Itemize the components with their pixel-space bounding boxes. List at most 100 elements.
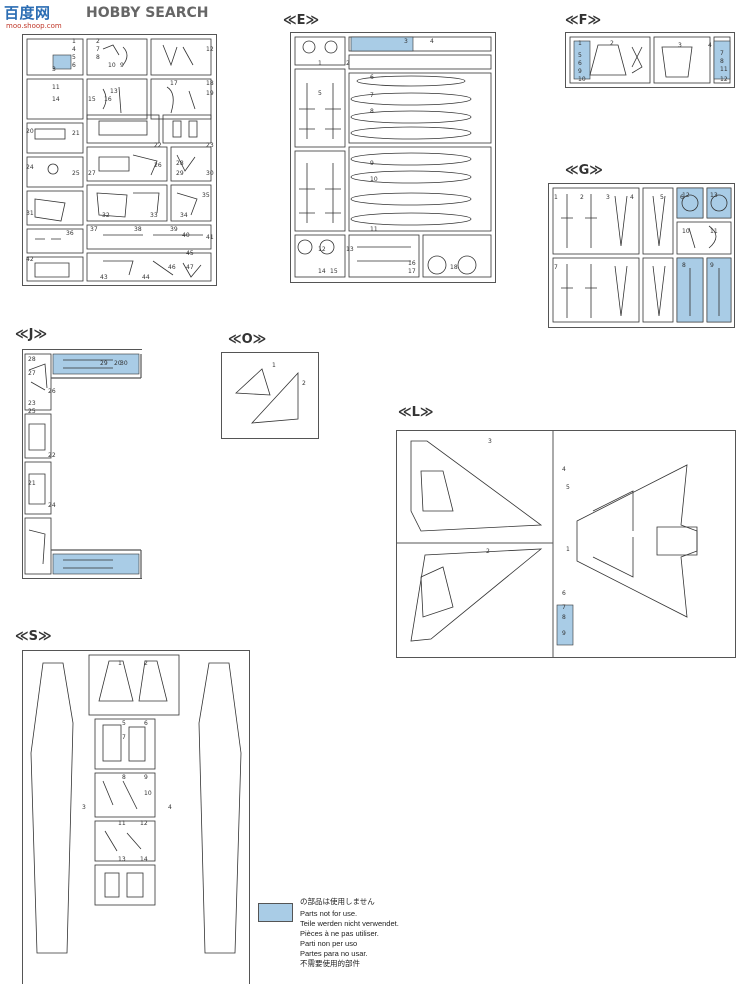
part-number-f-6: 6 [578, 60, 582, 67]
part-number-g-6: 6 [680, 194, 684, 201]
part-number-e-8: 8 [370, 108, 374, 115]
part-number-l-4: 4 [562, 466, 566, 473]
part-number-top-left-36: 36 [66, 230, 74, 237]
part-number-top-left-47: 47 [186, 264, 194, 271]
sprue-unlabeled-drawing [26, 38, 212, 282]
part-number-f-8: 8 [720, 58, 724, 65]
part-number-s-9: 9 [144, 774, 148, 781]
sprue-l-drawing [397, 431, 698, 657]
part-number-f-3: 3 [678, 42, 682, 49]
part-number-g-3: 3 [606, 194, 610, 201]
part-number-e-15: 15 [330, 268, 338, 275]
part-number-l-5: 5 [566, 484, 570, 491]
part-number-e-10: 10 [370, 176, 378, 183]
legend-line-zh: 不需要使用的部件 [300, 959, 360, 968]
legend-line-fr: Pièces à ne pas utiliser. [300, 929, 379, 938]
part-number-s-13: 13 [118, 856, 126, 863]
part-number-s-14: 14 [140, 856, 148, 863]
sprue-g [548, 183, 735, 328]
part-number-e-1: 1 [318, 60, 322, 67]
sprue-f-drawing [569, 36, 731, 84]
part-number-f-4: 4 [708, 42, 712, 49]
site-header: 百度网 moo.shoop.com HOBBY SEARCH [0, 0, 748, 32]
part-number-l-6: 6 [562, 590, 566, 597]
part-number-top-left-18: 18 [206, 80, 214, 87]
part-number-top-left-24: 24 [26, 164, 34, 171]
sprue-e-drawing [294, 36, 492, 278]
part-number-j-21: 21 [28, 480, 36, 487]
part-number-l-3: 3 [488, 438, 492, 445]
sprue-j-drawing [24, 353, 142, 578]
part-number-s-12: 12 [140, 820, 148, 827]
part-number-g-4: 4 [630, 194, 634, 201]
part-number-l-1: 1 [566, 546, 570, 553]
part-number-s-10: 10 [144, 790, 152, 797]
section-label-l: ≪L≫ [398, 405, 434, 420]
part-number-top-left-40: 40 [182, 232, 190, 239]
part-number-top-left-32: 32 [102, 212, 110, 219]
part-number-e-18: 18 [450, 264, 458, 271]
part-number-top-left-44: 44 [142, 274, 150, 281]
part-number-top-left-2: 2 [96, 38, 100, 45]
part-number-e-3: 3 [404, 38, 408, 45]
part-number-j-27: 27 [28, 370, 36, 377]
part-number-top-left-15: 15 [88, 96, 96, 103]
part-number-top-left-6: 6 [72, 62, 76, 69]
part-number-j-28: 28 [28, 356, 36, 363]
part-number-f-2: 2 [610, 40, 614, 47]
part-number-top-left-45: 45 [186, 250, 194, 257]
part-number-top-left-9: 9 [120, 62, 124, 69]
site-logo[interactable]: 百度网 [4, 4, 51, 22]
site-url: moo.shoop.com [6, 22, 62, 30]
part-number-top-left-23: 23 [206, 142, 214, 149]
section-label-s: ≪S≫ [15, 629, 52, 644]
part-number-f-7: 7 [720, 50, 724, 57]
section-label-j: ≪J≫ [15, 327, 48, 342]
part-number-top-left-26: 26 [154, 162, 162, 169]
legend-line-es: Partes para no usar. [300, 949, 368, 958]
legend-line-de: Teile werden nicht verwendet. [300, 919, 399, 928]
part-number-e-14: 14 [318, 268, 326, 275]
part-number-f-9: 9 [578, 68, 582, 75]
part-number-s-1: 1 [118, 660, 122, 667]
part-number-e-16: 16 [408, 260, 416, 267]
part-number-top-left-8: 8 [96, 54, 100, 61]
legend-line-it: Parti non per uso [300, 939, 358, 948]
part-number-g-9: 9 [710, 262, 714, 269]
part-number-l-8: 8 [562, 614, 566, 621]
part-number-top-left-20: 20 [26, 128, 34, 135]
part-number-top-left-43: 43 [100, 274, 108, 281]
part-number-o-1: 1 [272, 362, 276, 369]
legend-line-en: Parts not for use. [300, 909, 358, 918]
part-number-e-17: 17 [408, 268, 416, 275]
part-number-j-22: 22 [48, 452, 56, 459]
part-number-top-left-39: 39 [170, 226, 178, 233]
sprue-g-drawing [552, 187, 732, 323]
part-number-e-2: 2 [346, 60, 350, 67]
part-number-top-left-16: 16 [104, 96, 112, 103]
part-number-e-7: 7 [370, 92, 374, 99]
part-number-top-left-25: 25 [72, 170, 80, 177]
part-number-e-12: 12 [318, 246, 326, 253]
part-number-l-2: 2 [486, 548, 490, 555]
part-number-top-left-4: 4 [72, 46, 76, 53]
hobby-search-brand[interactable]: HOBBY SEARCH [86, 5, 209, 21]
part-number-top-left-10: 10 [108, 62, 116, 69]
sprue-o-drawing [235, 368, 299, 424]
part-number-top-left-5: 5 [72, 54, 76, 61]
part-number-s-11: 11 [118, 820, 126, 827]
part-number-g-8: 8 [682, 262, 686, 269]
legend-line-jp: の部品は使用しません [300, 897, 375, 906]
part-number-top-left-34: 34 [180, 212, 188, 219]
section-label-e: ≪E≫ [283, 13, 320, 28]
part-number-e-13: 13 [346, 246, 354, 253]
part-number-top-left-46: 46 [168, 264, 176, 271]
sprue-unlabeled [22, 34, 217, 286]
part-number-top-left-31: 31 [26, 210, 34, 217]
part-number-g-13: 13 [710, 192, 718, 199]
part-number-j-20: 20 [114, 360, 122, 367]
part-number-top-left-1: 1 [72, 38, 76, 45]
sprue-s [22, 650, 250, 984]
part-number-s-6: 6 [144, 720, 148, 727]
sprue-e [290, 32, 496, 283]
